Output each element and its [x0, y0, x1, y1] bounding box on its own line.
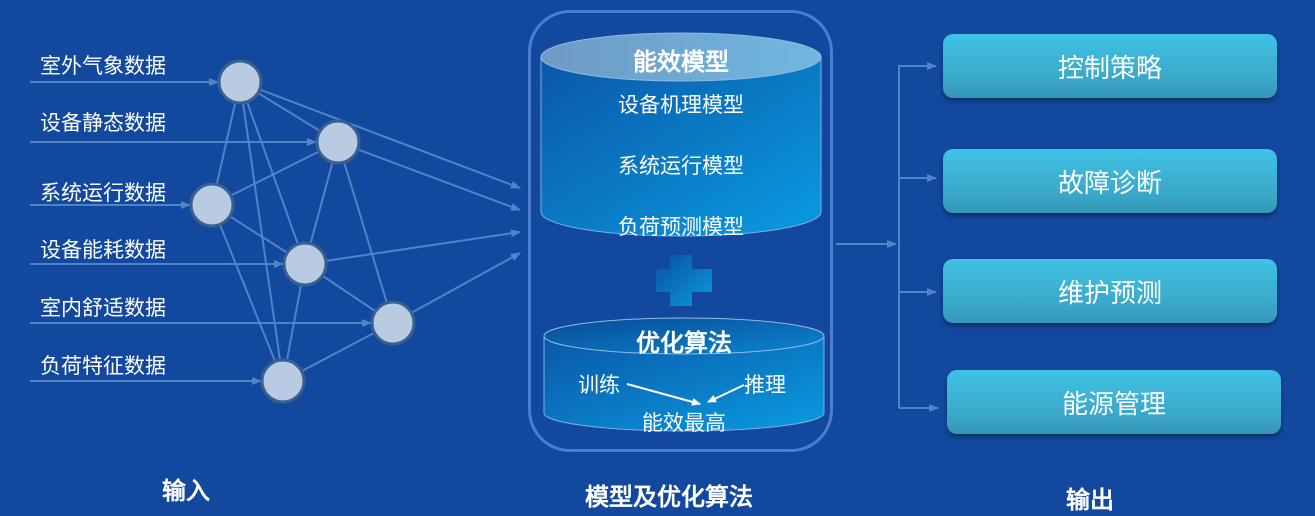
output-control-strategy[interactable]: 控制策略 [943, 34, 1277, 98]
network-node [315, 119, 361, 165]
input-label-indoor-comfort: 室内舒适数据 [40, 296, 166, 320]
optimization-result-label: 能效最高 [642, 411, 726, 435]
input-section-title: 输入 [162, 477, 210, 505]
input-label-equipment-static: 设备静态数据 [40, 111, 166, 135]
network-node [189, 182, 235, 228]
input-label-load-feature: 负荷特征数据 [40, 354, 166, 378]
model-container [528, 10, 833, 452]
plus-icon [656, 255, 712, 306]
infer-arrow [707, 384, 745, 403]
node-to-model-arrow [304, 229, 521, 265]
output-energy-management[interactable]: 能源管理 [947, 370, 1281, 434]
network-edge [337, 141, 394, 324]
efficiency-model-title: 能效模型 [633, 48, 729, 76]
network-node [260, 358, 306, 404]
model-section-title: 模型及优化算法 [585, 483, 753, 511]
network-node [282, 241, 328, 287]
train-arrow [626, 383, 701, 406]
optimization-train-label: 训练 [578, 373, 620, 397]
efficiency-model-item-1: 设备机理模型 [618, 93, 744, 117]
network-edge [211, 204, 284, 382]
network-node [370, 300, 416, 346]
network-edge [239, 81, 306, 265]
network-edge [211, 141, 339, 206]
output-section-title: 输出 [1066, 486, 1114, 514]
output-maintenance-prediction-label: 维护预测 [1057, 278, 1162, 309]
node-to-model-arrow [337, 141, 521, 211]
output-connector [836, 62, 939, 412]
node-to-model-arrow [392, 252, 521, 324]
output-fault-diagnosis-label: 故障诊断 [1057, 168, 1162, 199]
optimization-infer-label: 推理 [744, 373, 786, 397]
output-fault-diagnosis[interactable]: 故障诊断 [943, 149, 1277, 213]
efficiency-model-item-2: 系统运行模型 [618, 154, 744, 178]
output-control-strategy-label: 控制策略 [1057, 53, 1162, 84]
efficiency-model-cylinder [540, 32, 822, 237]
output-energy-management-label: 能源管理 [1061, 389, 1166, 420]
network-node [217, 59, 263, 105]
output-maintenance-prediction[interactable]: 维护预测 [943, 259, 1277, 323]
efficiency-model-item-3: 负荷预测模型 [618, 215, 744, 239]
optimization-cylinder [543, 317, 825, 432]
input-label-system-operation: 系统运行数据 [40, 181, 166, 205]
optimization-title: 优化算法 [636, 329, 732, 357]
node-to-model-arrow [239, 81, 521, 189]
network-edge [239, 81, 284, 382]
input-label-equipment-energy: 设备能耗数据 [40, 238, 166, 262]
input-label-outdoor-weather: 室外气象数据 [40, 54, 166, 78]
